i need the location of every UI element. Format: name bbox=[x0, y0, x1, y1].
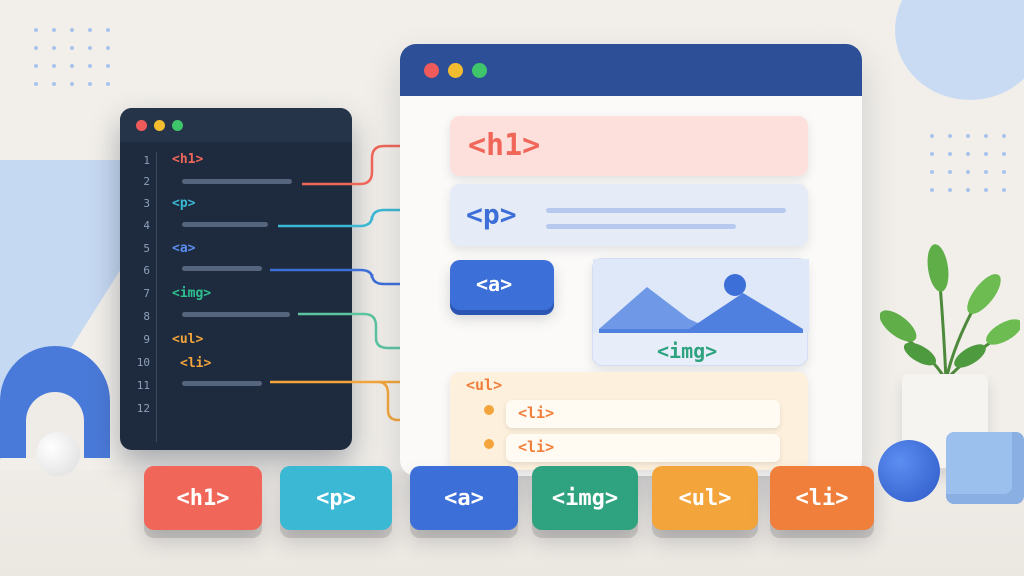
render-p-block: <p> bbox=[450, 184, 808, 246]
line-number: 4 bbox=[143, 219, 150, 232]
code-tag-h1: <h1> bbox=[172, 152, 204, 167]
minimize-dot-icon[interactable] bbox=[154, 119, 165, 131]
line-number: 9 bbox=[143, 333, 150, 346]
line-number: 5 bbox=[143, 242, 150, 255]
maximize-dot-icon[interactable] bbox=[472, 62, 487, 78]
list-item-label: <li> bbox=[518, 404, 555, 422]
code-line-bar bbox=[182, 266, 262, 271]
text-line bbox=[546, 208, 786, 213]
code-editor: 1 2 3 4 5 6 7 8 9 10 11 12 <h1> <p> <a> … bbox=[120, 108, 352, 450]
line-number: 12 bbox=[136, 402, 150, 415]
editor-titlebar bbox=[120, 108, 352, 142]
render-h1-label: <h1> bbox=[468, 128, 541, 163]
code-tag-img: <img> bbox=[172, 286, 212, 301]
gutter-divider bbox=[156, 152, 157, 442]
render-a-label: <a> bbox=[476, 272, 513, 296]
code-line-bar bbox=[182, 222, 268, 227]
code-tag-p: <p> bbox=[172, 196, 196, 211]
render-h1-block: <h1> bbox=[450, 116, 808, 176]
tag-chip-li[interactable]: <li> bbox=[770, 466, 874, 530]
arrow-img bbox=[298, 312, 579, 358]
browser-titlebar bbox=[400, 44, 862, 96]
decor-dots-left bbox=[34, 28, 110, 86]
render-a-button[interactable]: <a> bbox=[450, 260, 554, 310]
render-img-label: <img> bbox=[657, 339, 718, 363]
code-line-bar bbox=[182, 179, 292, 184]
plant-icon bbox=[880, 244, 1020, 382]
list-item: <li> bbox=[506, 434, 780, 462]
decor-dots-right bbox=[930, 134, 1006, 192]
maximize-dot-icon[interactable] bbox=[172, 119, 183, 131]
line-number: 1 bbox=[143, 154, 150, 167]
tag-chip-h1[interactable]: <h1> bbox=[144, 466, 262, 530]
arrow-a bbox=[270, 268, 443, 294]
code-tag-li: <li> bbox=[180, 356, 212, 371]
minimize-dot-icon[interactable] bbox=[448, 62, 463, 78]
line-number: 8 bbox=[143, 310, 150, 323]
arrow-li bbox=[377, 380, 443, 430]
code-line-bar bbox=[182, 381, 262, 386]
tag-chip-a[interactable]: <a> bbox=[410, 466, 518, 530]
render-p-label: <p> bbox=[466, 198, 517, 231]
code-tag-ul: <ul> bbox=[172, 332, 204, 347]
line-number: 11 bbox=[136, 379, 150, 392]
code-line-bar bbox=[182, 312, 290, 317]
arrow-p bbox=[278, 200, 443, 228]
decor-blue-ball bbox=[878, 440, 940, 502]
render-ul-block: <ul> <li> <li> bbox=[450, 372, 808, 470]
close-dot-icon[interactable] bbox=[136, 119, 147, 131]
render-img-block: <img> bbox=[592, 258, 809, 366]
tag-chip-img[interactable]: <img> bbox=[532, 466, 638, 530]
line-number: 3 bbox=[143, 197, 150, 210]
line-number: 2 bbox=[143, 175, 150, 188]
line-number: 7 bbox=[143, 287, 150, 300]
line-number: 10 bbox=[136, 356, 150, 369]
list-bullet bbox=[484, 439, 494, 449]
decor-cube bbox=[946, 432, 1024, 504]
close-dot-icon[interactable] bbox=[424, 62, 439, 78]
decor-white-ball bbox=[36, 432, 80, 476]
code-tag-a: <a> bbox=[172, 241, 196, 256]
arrow-h1 bbox=[302, 136, 443, 186]
tag-chip-ul[interactable]: <ul> bbox=[652, 466, 758, 530]
list-item: <li> bbox=[506, 400, 780, 428]
render-ul-label: <ul> bbox=[466, 376, 503, 394]
text-line bbox=[546, 224, 736, 229]
tag-chip-p[interactable]: <p> bbox=[280, 466, 392, 530]
list-item-label: <li> bbox=[518, 438, 555, 456]
list-bullet bbox=[484, 405, 494, 415]
mountain-image-icon bbox=[593, 259, 809, 333]
line-number: 6 bbox=[143, 264, 150, 277]
